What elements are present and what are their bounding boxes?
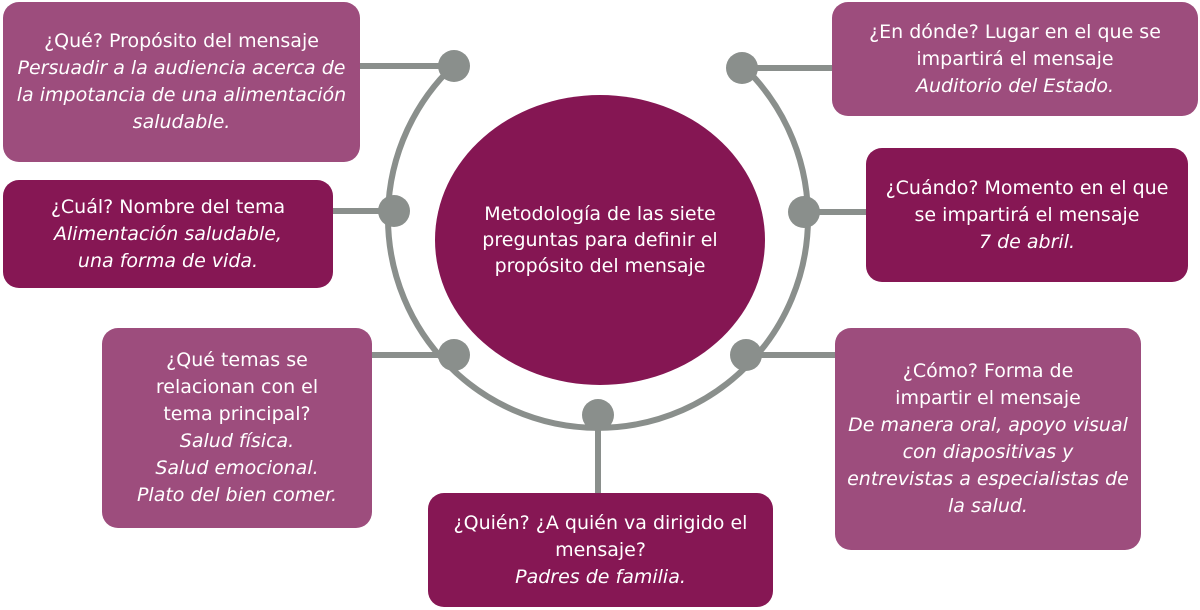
question-que: ¿Qué? Propósito del mensaje bbox=[44, 30, 319, 52]
question-cuando: ¿Cuándo? Momento en el que se impartirá … bbox=[885, 176, 1169, 226]
connector-node-que bbox=[438, 50, 470, 82]
question-temas: ¿Qué temas se relacionan con el tema pri… bbox=[155, 349, 319, 425]
box-temas: ¿Qué temas se relacionan con el tema pri… bbox=[102, 328, 372, 528]
box-donde: ¿En dónde? Lugar en el que se impartirá … bbox=[832, 2, 1198, 116]
central-concept-text: Metodología de las siete preguntas para … bbox=[482, 203, 718, 277]
box-quien: ¿Quién? ¿A quién va dirigido el mensaje?… bbox=[428, 493, 773, 607]
connector-node-cual bbox=[378, 195, 410, 227]
answer-temas-2: Salud emocional. bbox=[155, 457, 319, 479]
answer-cuando: 7 de abril. bbox=[978, 230, 1076, 253]
connector-node-temas bbox=[438, 339, 470, 371]
answer-que: Persuadir a la audiencia acerca de la im… bbox=[16, 57, 347, 133]
box-como: ¿Cómo? Forma de impartir el mensaje De m… bbox=[835, 328, 1141, 550]
question-quien: ¿Quién? ¿A quién va dirigido el mensaje? bbox=[453, 511, 748, 561]
box-cuando: ¿Cuándo? Momento en el que se impartirá … bbox=[866, 148, 1188, 282]
box-que: ¿Qué? Propósito del mensaje Persuadir a … bbox=[3, 2, 360, 162]
answer-como: De manera oral, apoyo visual con diaposi… bbox=[847, 414, 1129, 517]
question-donde: ¿En dónde? Lugar en el que se impartirá … bbox=[869, 20, 1161, 70]
question-cual: ¿Cuál? Nombre del tema bbox=[50, 195, 286, 218]
answer-temas-1: Salud física. bbox=[179, 430, 295, 452]
box-cual: ¿Cuál? Nombre del tema Alimentación salu… bbox=[3, 180, 333, 288]
answer-quien: Padres de familia. bbox=[515, 565, 686, 588]
answer-temas-3: Plato del bien comer. bbox=[136, 484, 338, 506]
central-concept: Metodología de las siete preguntas para … bbox=[435, 95, 765, 385]
connector-node-quien bbox=[582, 399, 614, 431]
connector-node-cuando bbox=[788, 196, 820, 228]
connector-node-donde bbox=[726, 52, 758, 84]
answer-donde: Auditorio del Estado. bbox=[916, 74, 1114, 97]
connector-node-como bbox=[730, 339, 762, 371]
answer-cual: Alimentación saludable, una forma de vid… bbox=[54, 222, 282, 272]
question-como: ¿Cómo? Forma de impartir el mensaje bbox=[895, 360, 1081, 409]
